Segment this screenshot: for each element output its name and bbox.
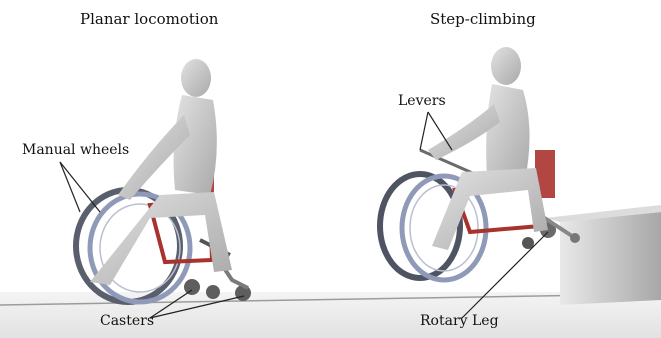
left-head [181, 59, 211, 97]
label-casters: Casters [100, 313, 154, 329]
callout-lines [60, 112, 548, 318]
label-rotary-leg: Rotary Leg [420, 313, 499, 329]
caster [184, 279, 200, 295]
label-manual-wheels: Manual wheels [22, 142, 129, 158]
planar-wheelchair [76, 59, 251, 302]
panel-title-planar: Planar locomotion [80, 10, 218, 28]
levers-pointer [420, 112, 428, 150]
manual-wheels-pointer [60, 162, 80, 212]
step-upper [560, 212, 661, 305]
climbing-wheelchair [380, 47, 580, 280]
right-head [491, 47, 521, 85]
right-torso [486, 84, 529, 180]
step-scene [545, 205, 661, 305]
caster [206, 285, 220, 299]
panel-title-step-climbing: Step-climbing [430, 10, 536, 28]
label-levers: Levers [398, 93, 446, 109]
manual-wheels-pointer [60, 162, 100, 212]
